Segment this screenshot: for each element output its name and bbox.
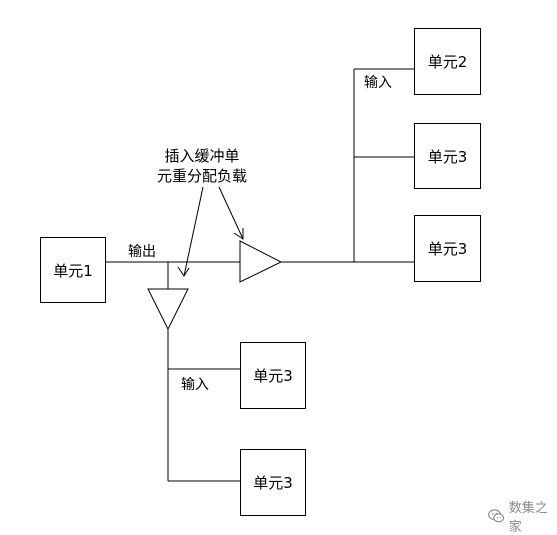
- watermark-text: 数集之家: [508, 501, 548, 535]
- annotation-line-1: 插入缓冲单: [164, 147, 240, 165]
- annotation-arrow-left-head: [177, 266, 190, 277]
- buffer-lower-triangle: [147, 288, 189, 331]
- unit3-upper-b-box: 单元3: [414, 215, 481, 282]
- output-label: 输出: [128, 244, 156, 260]
- wechat-icon: [488, 509, 505, 523]
- annotation-line-2: 元重分配负载: [156, 167, 247, 185]
- unit2-box: 单元2: [414, 28, 481, 95]
- buffer-upper-triangle: [239, 240, 283, 283]
- annotation-arrow-right-line: [218, 186, 244, 240]
- annotation-text: 插入缓冲单 元重分配负载: [140, 146, 264, 186]
- unit1-box: 单元1: [40, 237, 106, 303]
- unit3-lower-a-box: 单元3: [240, 342, 306, 409]
- input-label-lower: 输入: [181, 377, 209, 393]
- watermark: 数集之家: [488, 497, 557, 535]
- unit3-lower-b-box: 单元3: [240, 449, 306, 516]
- annotation-arrow-right-head: [233, 228, 244, 240]
- annotation-arrow-left-line: [183, 186, 204, 277]
- unit3-upper-a-box: 单元3: [414, 123, 481, 189]
- input-label-upper: 输入: [364, 75, 392, 91]
